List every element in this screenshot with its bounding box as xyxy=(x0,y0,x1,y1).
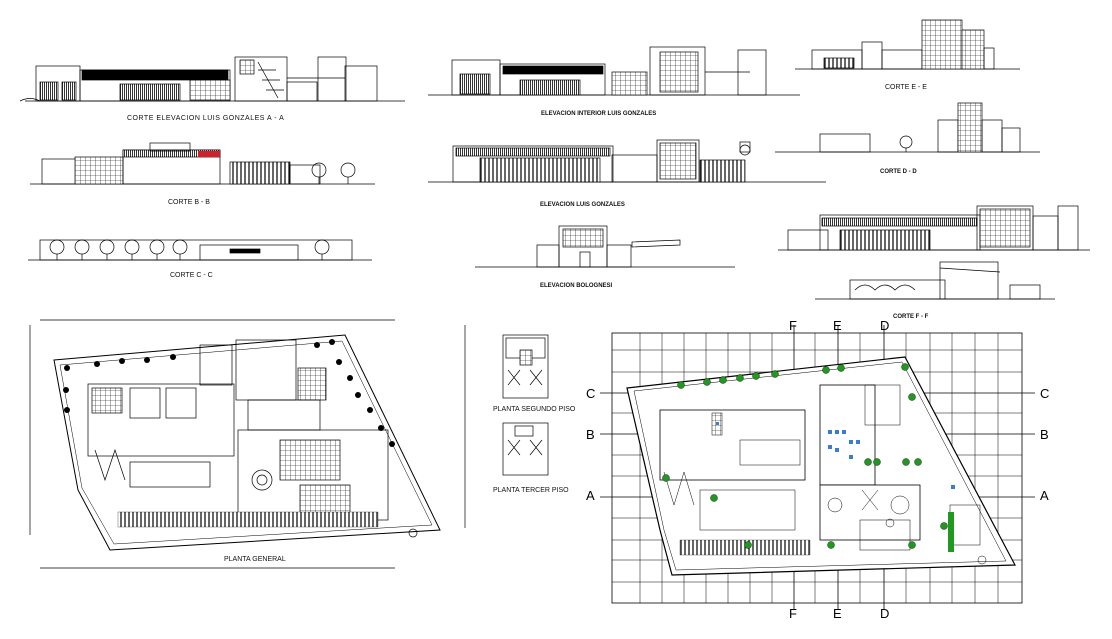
label-planta-segundo: PLANTA SEGUNDO PISO xyxy=(493,406,576,413)
elevation-corte-bb xyxy=(30,142,375,185)
label-corte-cc: CORTE C - C xyxy=(170,272,213,279)
elevation-corte-aa xyxy=(19,56,405,102)
grid-label-c-right: C xyxy=(1040,386,1049,401)
grid-label-e-top: E xyxy=(833,318,842,333)
floor-plan-grid xyxy=(600,325,1035,610)
elevation-corte-ff xyxy=(815,261,1055,300)
elevation-luis-gonzales xyxy=(428,139,826,183)
floor-plan-tercer xyxy=(502,422,549,476)
grid-label-f-top: F xyxy=(789,318,797,333)
floor-plan-general xyxy=(29,319,466,569)
grid-label-a-right: A xyxy=(1040,488,1049,503)
label-elevacion-interior: ELEVACION INTERIOR LUIS GONZALES xyxy=(541,111,656,117)
grid-label-d-bottom: D xyxy=(880,606,889,621)
elevation-corte-cc xyxy=(28,239,372,261)
label-corte-ff: CORTE F - F xyxy=(893,314,929,320)
floor-plan-segundo xyxy=(502,334,549,399)
grid-label-d-top: D xyxy=(880,318,889,333)
elevation-interior xyxy=(428,46,800,96)
elevation-bolognesi xyxy=(475,225,735,268)
grid-label-e-bottom: E xyxy=(833,606,842,621)
grid-label-b-left: B xyxy=(586,427,595,442)
grid-label-a-left: A xyxy=(586,488,595,503)
grid-label-b-right: B xyxy=(1040,427,1049,442)
label-corte-aa: CORTE ELEVACION LUIS GONZALES A - A xyxy=(127,115,284,122)
label-planta-general: PLANTA GENERAL xyxy=(224,556,286,563)
label-corte-bb: CORTE B - B xyxy=(168,199,210,206)
trees-right-plan xyxy=(662,363,948,549)
label-elevacion-bolognesi: ELEVACION BOLOGNESI xyxy=(540,283,613,289)
label-corte-dd: CORTE D - D xyxy=(880,169,917,175)
grid-label-c-left: C xyxy=(586,386,595,401)
grid-axis-labels: C C B B A A F F E E D D xyxy=(586,318,1049,621)
label-corte-ee: CORTE E - E xyxy=(885,84,927,91)
elevation-right-large xyxy=(778,205,1090,251)
label-elevacion-luis: ELEVACION LUIS GONZALES xyxy=(540,202,625,208)
label-planta-tercer: PLANTA TERCER PISO xyxy=(493,487,569,494)
elevation-corte-ee xyxy=(795,19,1020,70)
green-strip xyxy=(948,512,954,552)
grid-label-f-bottom: F xyxy=(789,606,797,621)
blue-tiles xyxy=(716,422,955,489)
elevation-corte-dd xyxy=(775,102,1040,153)
